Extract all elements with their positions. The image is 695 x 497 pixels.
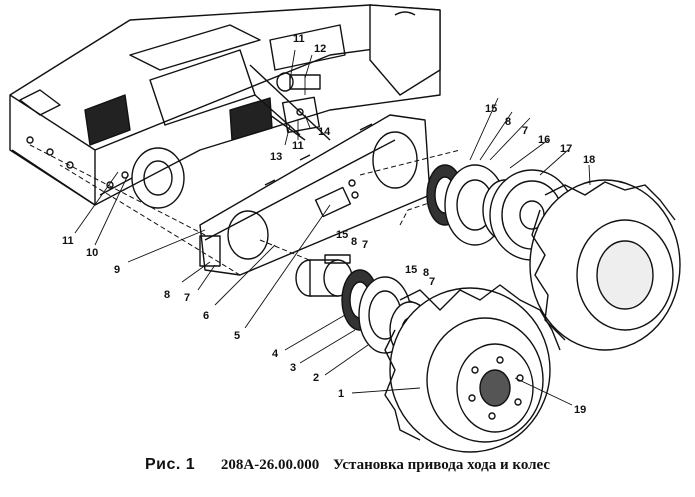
callout-3: 3	[290, 362, 296, 374]
machine-frame	[9, 4, 441, 206]
callout-2: 2	[313, 372, 319, 384]
callout-7b: 7	[362, 239, 368, 251]
frame-hub	[99, 147, 185, 209]
figure-label: Рис. 1	[144, 456, 196, 473]
callout-8b: 8	[351, 236, 357, 248]
callout-15a: 15	[336, 229, 348, 241]
leader-lines	[74, 49, 591, 406]
callout-7d: 7	[522, 125, 528, 137]
callout-18: 18	[583, 154, 595, 166]
connection-lines	[29, 144, 461, 306]
callout-6: 6	[203, 310, 209, 322]
callout-10: 10	[86, 247, 98, 259]
callout-7a: 7	[184, 292, 190, 304]
figure-caption: Рис. 1 208А-26.00.000 Установка привода …	[0, 456, 695, 474]
callout-14: 14	[318, 126, 331, 138]
callout-1: 1	[338, 388, 344, 400]
callout-7c: 7	[429, 276, 435, 288]
callout-8c: 8	[423, 267, 429, 279]
gear-case	[199, 114, 431, 276]
callout-12: 12	[314, 43, 326, 55]
front-wheel	[384, 284, 561, 453]
callout-19: 19	[574, 404, 586, 416]
callout-numbers: 1 2 3 4 5 6 7 7 7 7 8 8 8 8 9 10 11 11 1…	[62, 33, 595, 416]
rear-wheel	[529, 179, 681, 351]
document-code: 208А-26.00.000	[220, 457, 320, 473]
callout-17: 17	[560, 143, 572, 155]
callout-15c: 15	[485, 103, 497, 115]
callout-9: 9	[114, 264, 120, 276]
callout-4: 4	[272, 348, 279, 360]
callout-13: 13	[270, 151, 282, 163]
callout-8d: 8	[505, 116, 511, 128]
callout-16: 16	[538, 134, 550, 146]
callout-15b: 15	[405, 264, 417, 276]
callout-11b: 11	[293, 33, 305, 45]
hydraulic-motor	[295, 254, 353, 297]
callout-11a: 11	[62, 235, 74, 247]
callout-5: 5	[234, 330, 240, 342]
callout-11c: 11	[292, 140, 304, 152]
callout-8a: 8	[164, 289, 170, 301]
figure-title: Установка привода хода и колес	[332, 457, 551, 473]
